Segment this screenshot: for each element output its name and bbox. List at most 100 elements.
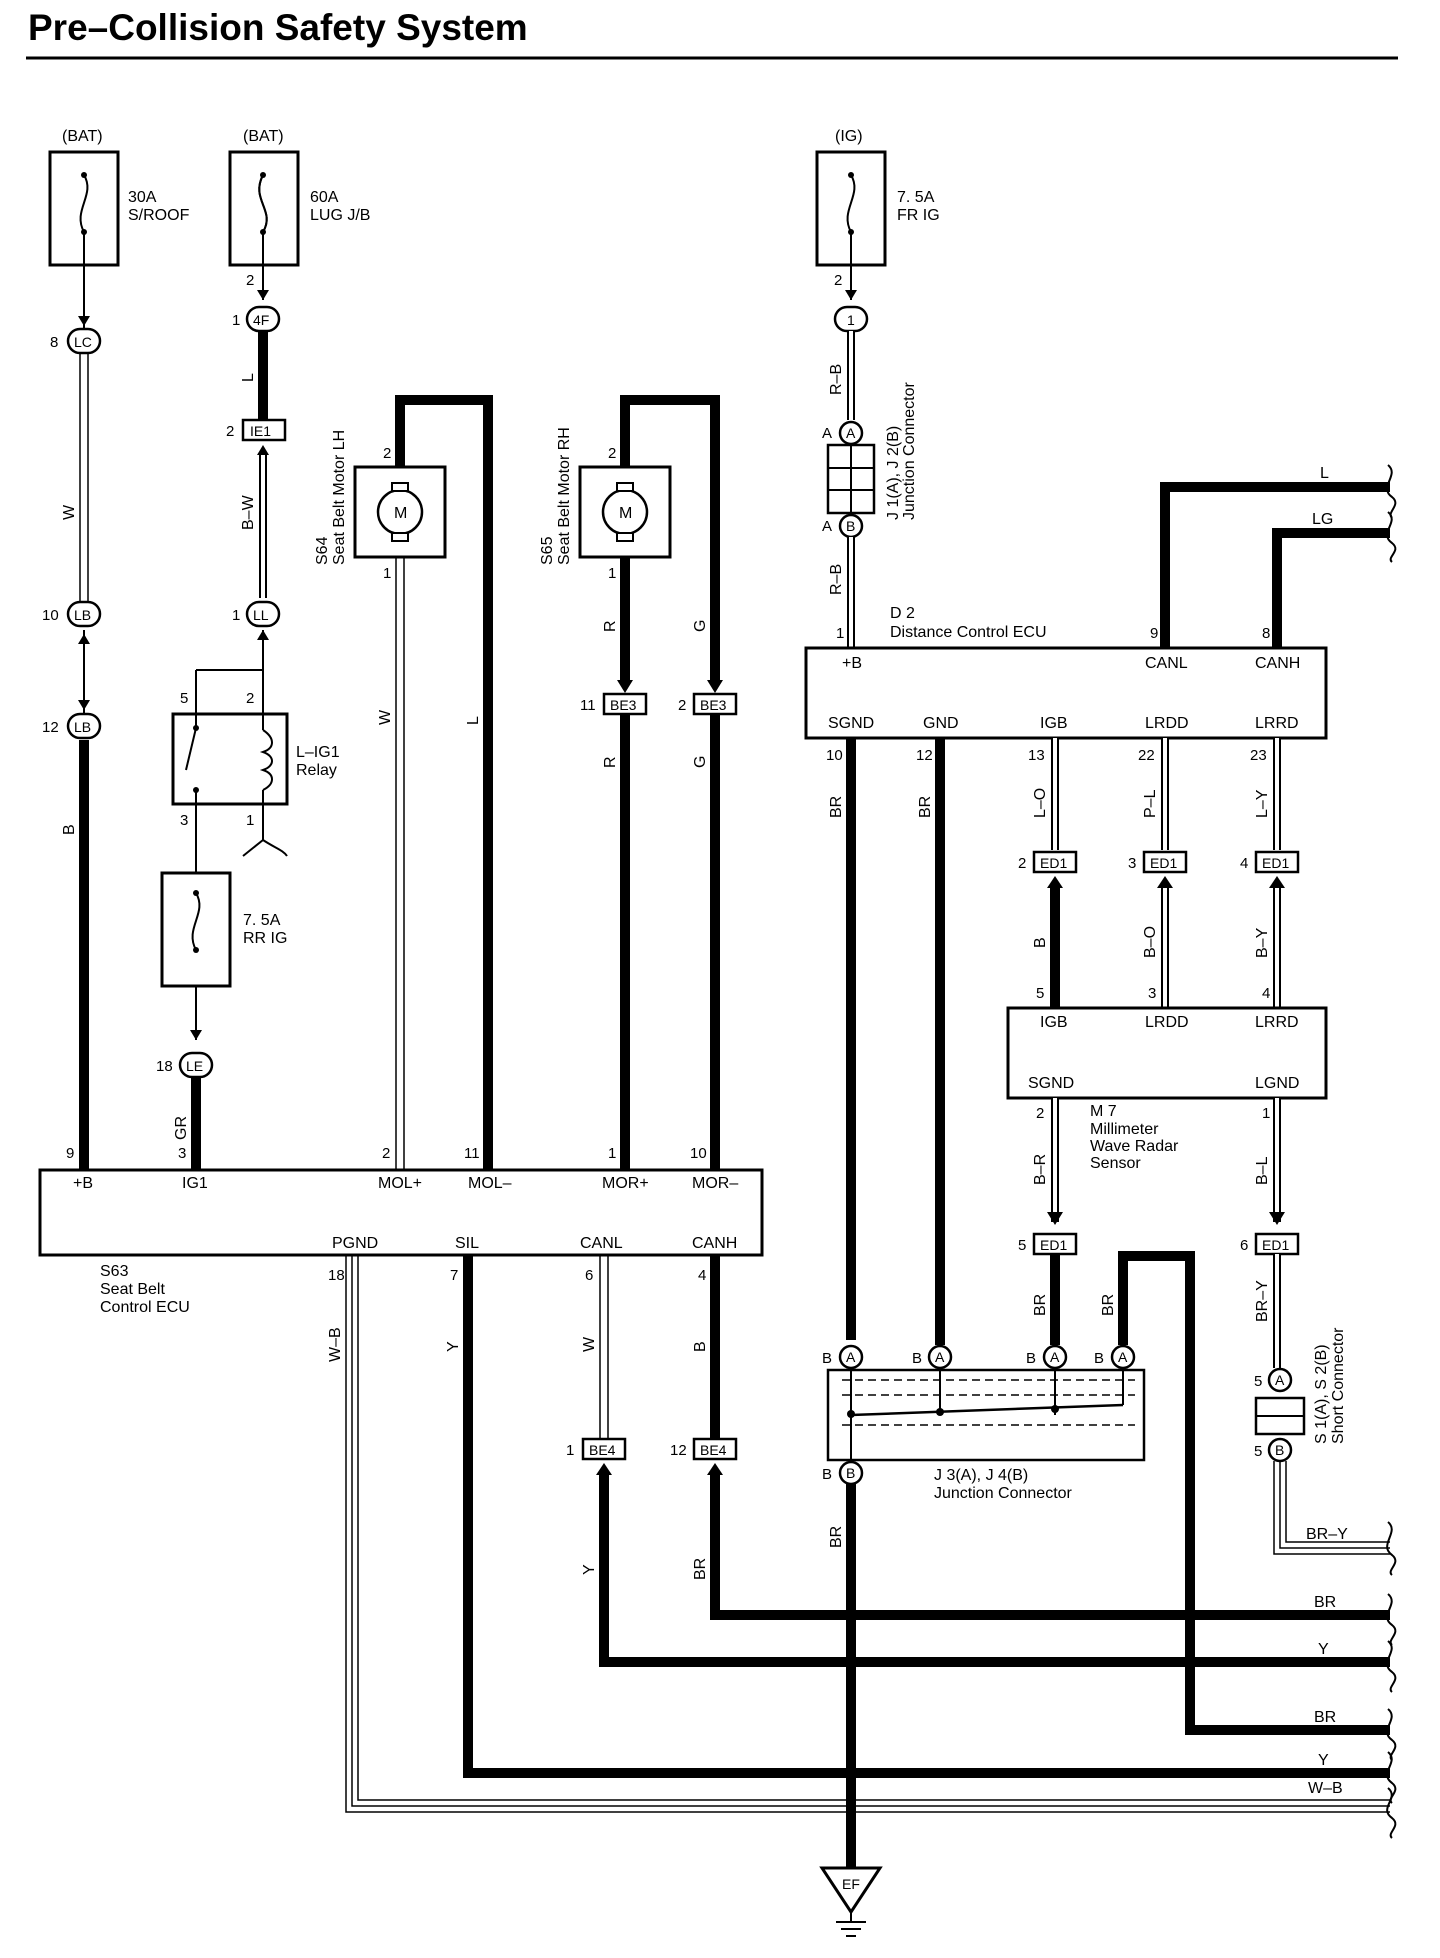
pin-10: 10 <box>42 607 59 624</box>
svg-text:6: 6 <box>585 1267 593 1284</box>
m7-name3: Sensor <box>1090 1155 1141 1172</box>
svg-text:LB: LB <box>74 719 91 735</box>
wire-w1: W <box>61 504 78 520</box>
d2-term-canh: CANH <box>1255 655 1300 672</box>
fuse-rrig-rating: 7. 5A <box>243 912 281 929</box>
svg-text:18: 18 <box>328 1267 345 1284</box>
relay-name: L–IG1 <box>296 744 340 761</box>
wire-l2: L <box>465 716 482 725</box>
svg-text:1: 1 <box>383 565 391 582</box>
ground-ef: EF <box>819 1866 883 1937</box>
wire-right-l: L <box>1320 465 1329 482</box>
continuation-marks <box>1386 464 1397 1839</box>
svg-text:12: 12 <box>916 747 933 764</box>
svg-text:1: 1 <box>836 625 844 642</box>
svg-text:ED1: ED1 <box>1150 855 1177 871</box>
d2-name: Distance Control ECU <box>890 624 1047 641</box>
seat-belt-motor-lh: M 2 1 S64 Seat Belt Motor LH <box>314 430 447 582</box>
wire-right-lg: LG <box>1312 511 1333 528</box>
svg-text:1: 1 <box>246 812 254 829</box>
term-mor-minus: MOR– <box>692 1175 738 1192</box>
svg-text:ED1: ED1 <box>1040 855 1067 871</box>
svg-text:13: 13 <box>1028 747 1045 764</box>
wire-right-y1: Y <box>1318 1641 1329 1658</box>
arrow-down-icon <box>845 290 857 300</box>
arrow-down-icon <box>190 1030 202 1040</box>
svg-text:IE1: IE1 <box>250 423 271 439</box>
fuse-lugjb-name: LUG J/B <box>310 207 370 224</box>
connector-be4-b: BE4 12 <box>670 1437 738 1461</box>
m7-term-lrdd: LRDD <box>1145 1014 1189 1031</box>
connector-ed1-b: ED1 3 <box>1128 850 1188 874</box>
wire-right-bry: BR–Y <box>1306 1526 1348 1543</box>
fuse-lugjb-rating: 60A <box>310 189 339 206</box>
j3-name: Junction Connector <box>934 1485 1073 1502</box>
svg-text:3: 3 <box>178 1145 186 1162</box>
pin-2: 2 <box>246 272 254 289</box>
svg-text:A: A <box>1118 1349 1128 1365</box>
d2-term-lrrd: LRRD <box>1255 715 1299 732</box>
pin-8: 8 <box>50 334 58 351</box>
svg-text:1: 1 <box>847 312 855 328</box>
term-plus-b: +B <box>73 1175 93 1192</box>
fuse-sroof-name: S/ROOF <box>128 207 190 224</box>
fuse-frig-name: FR IG <box>897 207 940 224</box>
connector-ll: LL 1 <box>232 600 281 628</box>
svg-text:A: A <box>822 518 832 535</box>
j1-name: Junction Connector <box>901 381 918 520</box>
wire-by: B–Y <box>1254 927 1271 958</box>
d2-code: D 2 <box>890 605 915 622</box>
wire-bry: BR–Y <box>1254 1280 1271 1322</box>
wire-y1: Y <box>445 1341 462 1352</box>
svg-text:BE4: BE4 <box>589 1442 616 1458</box>
wire-br-m7: B–R <box>1032 1154 1049 1185</box>
wire-rb1: R–B <box>828 364 845 395</box>
svg-text:10: 10 <box>826 747 843 764</box>
connector-ie1: IE1 2 <box>226 418 287 442</box>
svg-text:A: A <box>846 1349 856 1365</box>
svg-text:B: B <box>822 1350 832 1367</box>
svg-text:LB: LB <box>74 607 91 623</box>
svg-text:B: B <box>1275 1442 1284 1458</box>
svg-text:5: 5 <box>1036 985 1044 1002</box>
wire-br6: BR <box>828 1526 845 1548</box>
svg-text:LL: LL <box>253 607 269 623</box>
svg-text:A: A <box>935 1349 945 1365</box>
fuse-rrig-name: RR IG <box>243 930 287 947</box>
s1-code: S 1(A), S 2(B) <box>1313 1344 1330 1444</box>
svg-text:11: 11 <box>580 697 596 714</box>
m7-name1: Millimeter <box>1090 1121 1159 1138</box>
connector-be4-a: BE4 1 <box>566 1437 627 1461</box>
term-ig1: IG1 <box>182 1175 208 1192</box>
pin-12: 12 <box>42 719 59 736</box>
wire-b2: B <box>1032 937 1049 948</box>
svg-text:1: 1 <box>608 565 616 582</box>
svg-text:4: 4 <box>698 1267 706 1284</box>
connector-ed1-c: ED1 4 <box>1240 850 1300 874</box>
m7-term-sgnd: SGND <box>1028 1075 1074 1092</box>
wire-b3: B <box>692 1341 709 1352</box>
svg-text:9: 9 <box>66 1145 74 1162</box>
svg-text:B: B <box>822 1466 832 1483</box>
wire-y2: Y <box>581 1564 598 1575</box>
term-pgnd: PGND <box>332 1235 378 1252</box>
wire-right-wb: W–B <box>1308 1780 1343 1797</box>
svg-text:3: 3 <box>1148 985 1156 1002</box>
wire-r1: R <box>602 620 619 632</box>
fuse-lugjb: 60A LUG J/B <box>228 150 370 267</box>
d2-term-sgnd: SGND <box>828 715 874 732</box>
svg-text:2: 2 <box>383 445 391 462</box>
wire-rb2: R–B <box>828 564 845 595</box>
connector-ed1-a: ED1 2 <box>1018 850 1078 874</box>
svg-text:5: 5 <box>1254 1443 1262 1460</box>
ig-source: (IG) <box>835 128 863 145</box>
svg-text:1: 1 <box>232 607 240 624</box>
svg-text:4: 4 <box>1262 985 1270 1002</box>
svg-text:8: 8 <box>1262 625 1270 642</box>
short-connector-s1: A 5 B 5 S 1(A), S 2(B) Short Connector <box>1254 1327 1347 1463</box>
fuse-frig: 7. 5A FR IG <box>815 150 940 267</box>
relay-sub: Relay <box>296 762 337 779</box>
svg-text:LE: LE <box>186 1058 203 1074</box>
fuse-sroof-rating: 30A <box>128 189 157 206</box>
svg-text:B: B <box>846 1465 855 1481</box>
